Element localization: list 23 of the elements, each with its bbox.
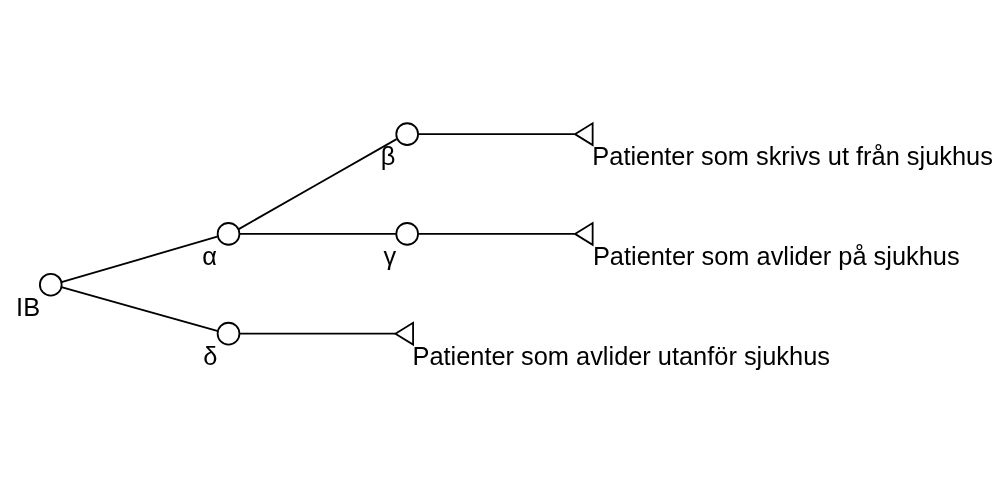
connector bbox=[238, 232, 397, 235]
node-circle bbox=[39, 272, 63, 296]
node-label: IB bbox=[16, 292, 41, 321]
connector bbox=[238, 332, 396, 335]
node-triangle bbox=[573, 220, 594, 246]
connector bbox=[417, 232, 576, 235]
connector bbox=[60, 285, 219, 332]
node-label: Patienter som skrivs ut från sjukhus bbox=[592, 141, 993, 170]
node-label: Patienter som avlider på sjukhus bbox=[592, 241, 960, 270]
node-label: δ bbox=[203, 341, 218, 370]
node-circle bbox=[395, 121, 419, 146]
node-label: γ bbox=[383, 241, 397, 270]
node-label: Patienter som avlider utanför sjukhus bbox=[412, 341, 830, 370]
node-circle bbox=[395, 221, 419, 246]
connector bbox=[60, 235, 219, 283]
node-triangle bbox=[573, 121, 594, 147]
node-triangle bbox=[393, 320, 414, 346]
connector bbox=[237, 137, 398, 230]
node-circle bbox=[216, 221, 241, 246]
connector bbox=[417, 132, 576, 135]
node-label: α bbox=[202, 241, 217, 270]
node-label: β bbox=[380, 141, 396, 170]
node-circle bbox=[216, 321, 241, 345]
